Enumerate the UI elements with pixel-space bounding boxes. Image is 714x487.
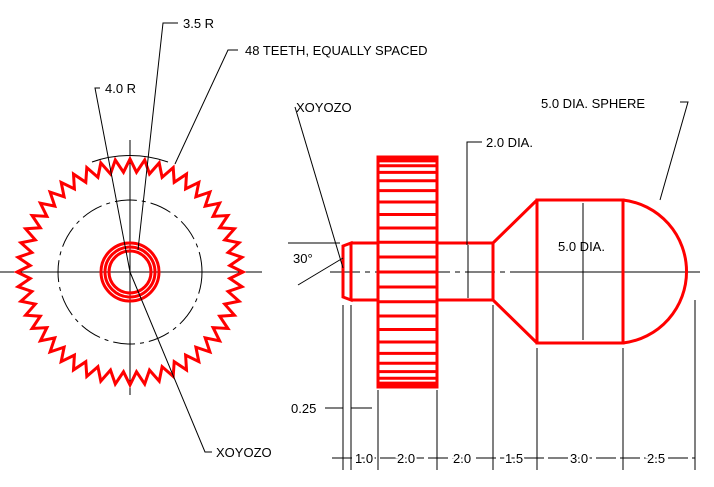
cylinder-section [535, 198, 625, 345]
shaft-side-view: 5.0 DIA. 2.0 DIA. 5.0 DIA. SPHERE XOYOZO… [288, 96, 700, 470]
angle-label: 30° [293, 251, 313, 266]
bottom-dimensions: 1.0 2.0 2.0 1.5 3.0 2.5 [353, 449, 667, 468]
hub-outer-circle [99, 241, 161, 303]
sphere-leader [659, 101, 689, 201]
cone-section [491, 198, 539, 345]
dim-label: 2.0 [453, 451, 471, 466]
gear-tooth-lines [378, 155, 437, 389]
shaft-dia-leader [466, 141, 482, 245]
shaft-section [437, 241, 495, 302]
pitch-circle [57, 199, 203, 345]
shaft-dia-label: 2.0 DIA. [486, 135, 533, 150]
origin-front-label: XOYOZO [216, 445, 272, 460]
dim-label: 1.0 [355, 451, 373, 466]
dim-label: 2.5 [647, 451, 665, 466]
origin-side-leader [294, 106, 344, 269]
angle-ext-line-2 [297, 257, 344, 286]
extension-lines [342, 300, 696, 470]
hub-inner-circle [103, 245, 157, 299]
bore-circle [107, 249, 153, 295]
teeth-leader [174, 49, 238, 165]
dim-label: 3.0 [570, 451, 588, 466]
radius-outer-label: 4.0 R [105, 81, 136, 96]
radius-inner-label: 3.5 R [183, 16, 214, 31]
origin-front-leader [129, 271, 212, 453]
radius-inner-leader [137, 22, 178, 251]
chamfered-end [341, 240, 378, 303]
origin-side-label: XOYOZO [296, 100, 352, 115]
gear-front-view: 3.5 R 48 TEETH, EQUALLY SPACED 4.0 R XOY… [0, 16, 428, 460]
sphere-section [622, 198, 689, 345]
radius-arc [91, 155, 169, 163]
teeth-label: 48 TEETH, EQUALLY SPACED [245, 43, 428, 58]
chamfer-label: 0.25 [291, 401, 316, 416]
radius-outer-leader [94, 87, 131, 273]
dim-label: 1.5 [505, 451, 523, 466]
gear-teeth-profile [13, 155, 247, 389]
cyl-dia-label: 5.0 DIA. [558, 239, 605, 254]
dim-label: 2.0 [397, 451, 415, 466]
sphere-label: 5.0 DIA. SPHERE [541, 96, 645, 111]
